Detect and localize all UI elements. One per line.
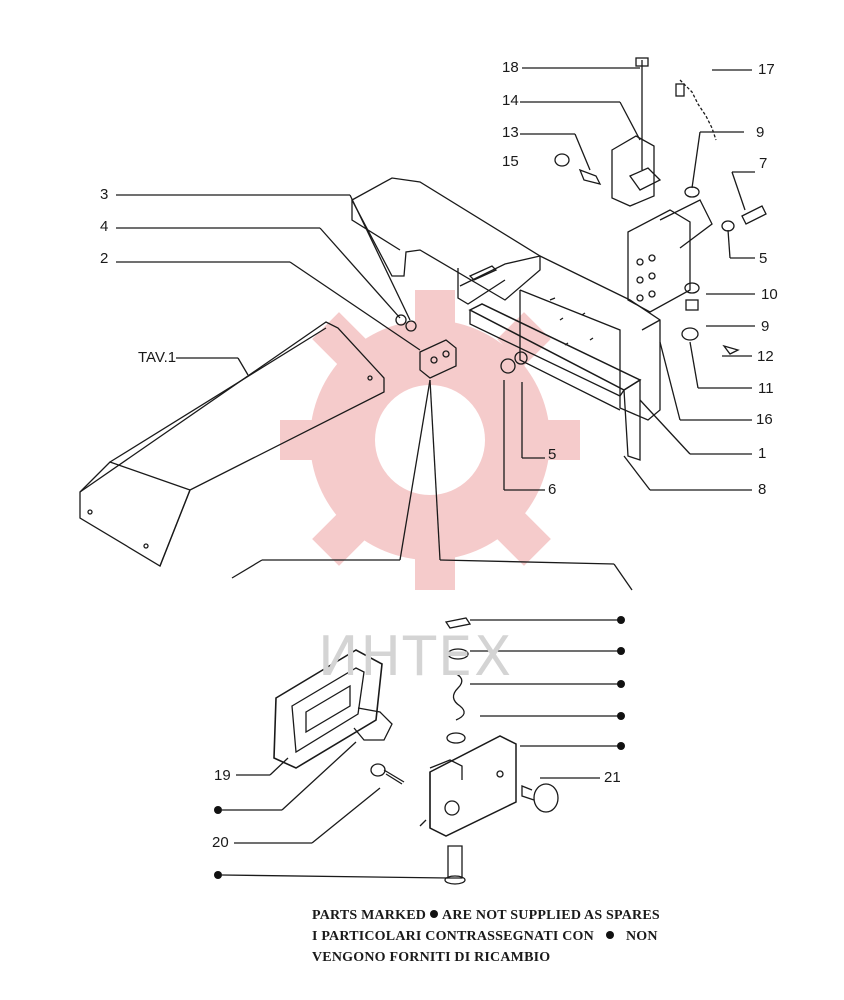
bullet-marker	[214, 871, 222, 879]
leader-lines	[116, 67, 755, 879]
bullet-icon	[605, 931, 614, 939]
note-text: PARTS MARKED	[312, 908, 427, 923]
callout-10: 10	[761, 286, 778, 303]
knob-21	[521, 783, 559, 813]
bullet-marker	[214, 806, 222, 814]
bracket-part-8	[468, 303, 642, 461]
callout-13: 13	[502, 124, 519, 141]
small-hardware	[395, 153, 767, 374]
callout-2: 2	[100, 250, 109, 267]
callout-12: 12	[757, 348, 774, 365]
callout-8: 8	[758, 481, 767, 498]
note-text: ARE NOT SUPPLIED AS SPARES	[442, 908, 660, 923]
callout-5-right: 5	[759, 250, 768, 267]
callout-16: 16	[756, 411, 773, 428]
watermark-label: ИНТЕХ	[318, 625, 514, 688]
callout-3: 3	[100, 186, 109, 203]
callout-19: 19	[214, 767, 231, 784]
note-line-3: VENGONO FORNITI DI RICAMBIO	[312, 950, 551, 965]
callout-11: 11	[758, 380, 774, 397]
callout-7: 7	[759, 155, 768, 172]
note-line-1: PARTS MARKED ARE NOT SUPPLIED AS SPARES	[312, 906, 660, 926]
bullet-marker	[617, 647, 625, 655]
bullet-icon	[430, 910, 439, 918]
cover-panel-tav1	[79, 321, 385, 567]
latch-assembly-2	[419, 339, 457, 379]
callout-21: 21	[604, 769, 621, 786]
callout-14: 14	[502, 92, 519, 109]
bullet-marker	[617, 742, 625, 750]
spring-stack	[444, 617, 472, 744]
bullet-marker	[617, 616, 625, 624]
callout-15: 15	[502, 153, 519, 170]
callout-18: 18	[502, 59, 519, 76]
callout-tav1: TAV.1	[138, 349, 177, 366]
chain-17	[675, 79, 717, 141]
watermark-gear-logo	[280, 290, 580, 590]
callout-17: 17	[758, 61, 775, 78]
note-text: I PARTICOLARI CONTRASSEGNATI CON	[312, 929, 594, 944]
callout-20: 20	[212, 834, 229, 851]
hinge-clip-14	[611, 57, 662, 207]
screw-20	[370, 763, 405, 785]
callout-9-top: 9	[756, 124, 765, 141]
hinge-pin	[444, 845, 466, 885]
bullet-marker	[617, 680, 625, 688]
callout-6: 6	[548, 481, 557, 498]
bullet-marker	[617, 712, 625, 720]
mounting-plate-16	[627, 199, 713, 313]
callout-1: 1	[758, 445, 767, 462]
callout-5-center: 5	[548, 446, 557, 463]
callout-9-mid: 9	[761, 318, 770, 335]
callout-4: 4	[100, 218, 109, 235]
gasket-frame-19	[273, 649, 393, 769]
note-line-2: I PARTICOLARI CONTRASSEGNATI CON NON	[312, 927, 658, 947]
latch-body	[419, 735, 517, 837]
note-text: NON	[625, 929, 658, 944]
